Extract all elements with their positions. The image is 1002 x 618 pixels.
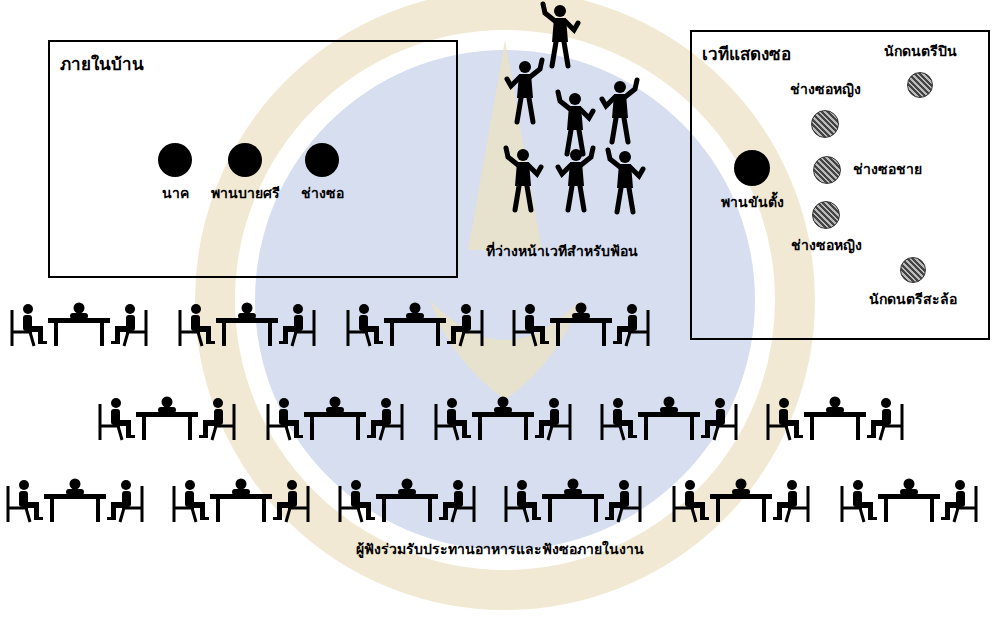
position-label: พานขันตั้ง	[721, 194, 784, 212]
position-marker: ช่างซอหญิง	[790, 81, 861, 139]
position-dot	[813, 156, 841, 184]
position-dot	[734, 150, 770, 186]
position-dot	[158, 143, 192, 177]
position-label: พานบายศรี	[211, 185, 280, 203]
position-label: นักดนตรีปิน	[884, 43, 957, 61]
area-label: ที่ว่างหน้าเวทีสำหรับฟ้อน	[486, 240, 638, 262]
position-label: ช่างซอ	[301, 185, 344, 203]
watermark	[215, 10, 795, 590]
position-label: ช่างซอหญิง	[790, 81, 861, 99]
position-label: นาค	[162, 185, 189, 203]
area-title: ภายในบ้าน	[60, 50, 144, 77]
dancers	[506, 4, 643, 212]
position-label: ช่างซอหญิง	[791, 237, 862, 255]
position-dot	[907, 72, 933, 98]
position-dot	[305, 143, 339, 177]
position-marker: นักดนตรีปิน	[884, 43, 957, 99]
position-marker: พานขันตั้ง	[721, 150, 784, 212]
position-label: นักดนตรีสะล้อ	[869, 291, 957, 309]
position-dot	[900, 257, 926, 283]
position-marker: พานบายศรี	[211, 143, 280, 203]
caption: ผู้ฟังร่วมรับประทานอาหารและฟังซอภายในงาน	[356, 538, 644, 560]
audience-tables	[8, 303, 976, 523]
position-dot	[811, 110, 839, 138]
area-box: เวทีแสดงซอนักดนตรีปินช่างซอหญิงพานขันตั้…	[690, 30, 990, 340]
position-marker: นาค	[158, 143, 192, 203]
position-marker: ช่างซอหญิง	[791, 201, 862, 255]
position-dot	[228, 143, 262, 177]
area-title: เวทีแสดงซอ	[702, 40, 791, 67]
position-marker: นักดนตรีสะล้อ	[869, 257, 957, 309]
position-marker: ช่างซอชาย	[813, 156, 922, 184]
position-marker: ช่างซอ	[301, 143, 344, 203]
area-box: ภายในบ้านนาค พานบายศรี ช่างซอ	[48, 40, 458, 278]
position-dot	[812, 201, 840, 229]
position-label: ช่างซอชาย	[853, 161, 922, 179]
